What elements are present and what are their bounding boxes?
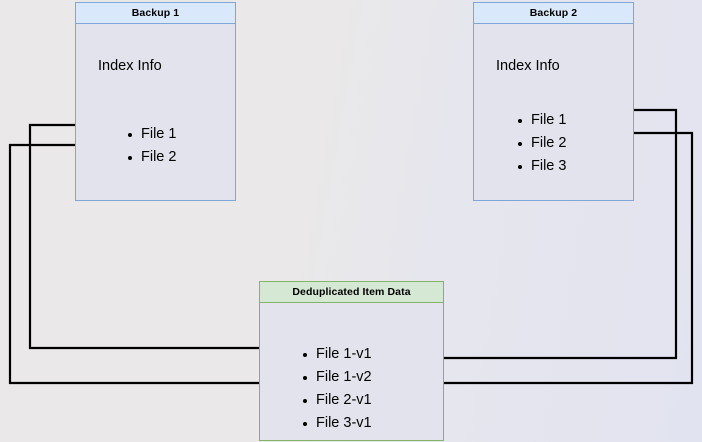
backup-2-index-info-label: Index Info — [496, 58, 560, 74]
list-item: File 1 — [126, 123, 176, 146]
node-backup-1-body: Index Info File 1 File 2 — [76, 24, 235, 200]
list-item: File 1-v2 — [301, 366, 372, 389]
node-deduplicated-item-data-title: Deduplicated Item Data — [260, 282, 443, 303]
node-backup-2[interactable]: Backup 2 Index Info File 1 File 2 File 3 — [473, 2, 634, 201]
node-backup-1-title: Backup 1 — [76, 3, 235, 24]
node-deduplicated-item-data-body: File 1-v1 File 1-v2 File 2-v1 File 3-v1 — [260, 303, 443, 440]
backup-2-file-list: File 1 File 2 File 3 — [516, 109, 566, 178]
backup-1-file-list: File 1 File 2 — [126, 123, 176, 169]
list-item: File 3-v1 — [301, 412, 372, 435]
node-backup-2-body: Index Info File 1 File 2 File 3 — [474, 24, 633, 200]
dedup-item-list: File 1-v1 File 1-v2 File 2-v1 File 3-v1 — [301, 343, 372, 435]
backup-1-index-info-label: Index Info — [98, 58, 162, 74]
list-item: File 2-v1 — [301, 389, 372, 412]
list-item: File 2 — [126, 146, 176, 169]
node-backup-2-title: Backup 2 — [474, 3, 633, 24]
list-item: File 1-v1 — [301, 343, 372, 366]
node-deduplicated-item-data[interactable]: Deduplicated Item Data File 1-v1 File 1-… — [259, 281, 444, 441]
list-item: File 2 — [516, 132, 566, 155]
node-backup-1[interactable]: Backup 1 Index Info File 1 File 2 — [75, 2, 236, 201]
list-item: File 1 — [516, 109, 566, 132]
list-item: File 3 — [516, 155, 566, 178]
